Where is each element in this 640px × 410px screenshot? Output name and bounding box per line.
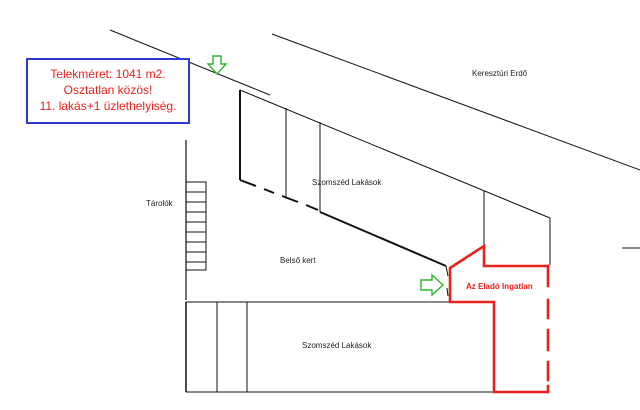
inner-garden-label: Belső kert xyxy=(280,256,316,265)
neighbor-building-bottom xyxy=(185,301,494,393)
down-arrow-icon xyxy=(206,55,228,76)
street-line-left xyxy=(109,29,271,96)
storage-label: Tárolók xyxy=(146,199,173,208)
plot-info-box: Telekméret: 1041 m2. Osztatlan közös! 11… xyxy=(26,58,190,124)
property-outline xyxy=(448,243,550,394)
property-door xyxy=(445,265,449,297)
neighbor-top-label: Szomszéd Lakások xyxy=(312,178,382,187)
forest-label: Keresztúri Erdő xyxy=(472,69,528,78)
street-line-right xyxy=(271,33,640,171)
ownership-text: Osztatlan közös! xyxy=(63,83,153,97)
right-arrow-icon xyxy=(420,273,445,297)
storage-building xyxy=(185,140,207,300)
property-label: Az Eladó Ingatlan xyxy=(466,282,533,291)
neighbor-building-top xyxy=(239,89,551,267)
neighbor-bottom-label: Szomszéd Lakások xyxy=(302,341,372,350)
plot-size-text: Telekméret: 1041 m2. xyxy=(50,67,166,81)
units-text: 11. lakás+1 üzlethelyiség. xyxy=(39,99,177,113)
